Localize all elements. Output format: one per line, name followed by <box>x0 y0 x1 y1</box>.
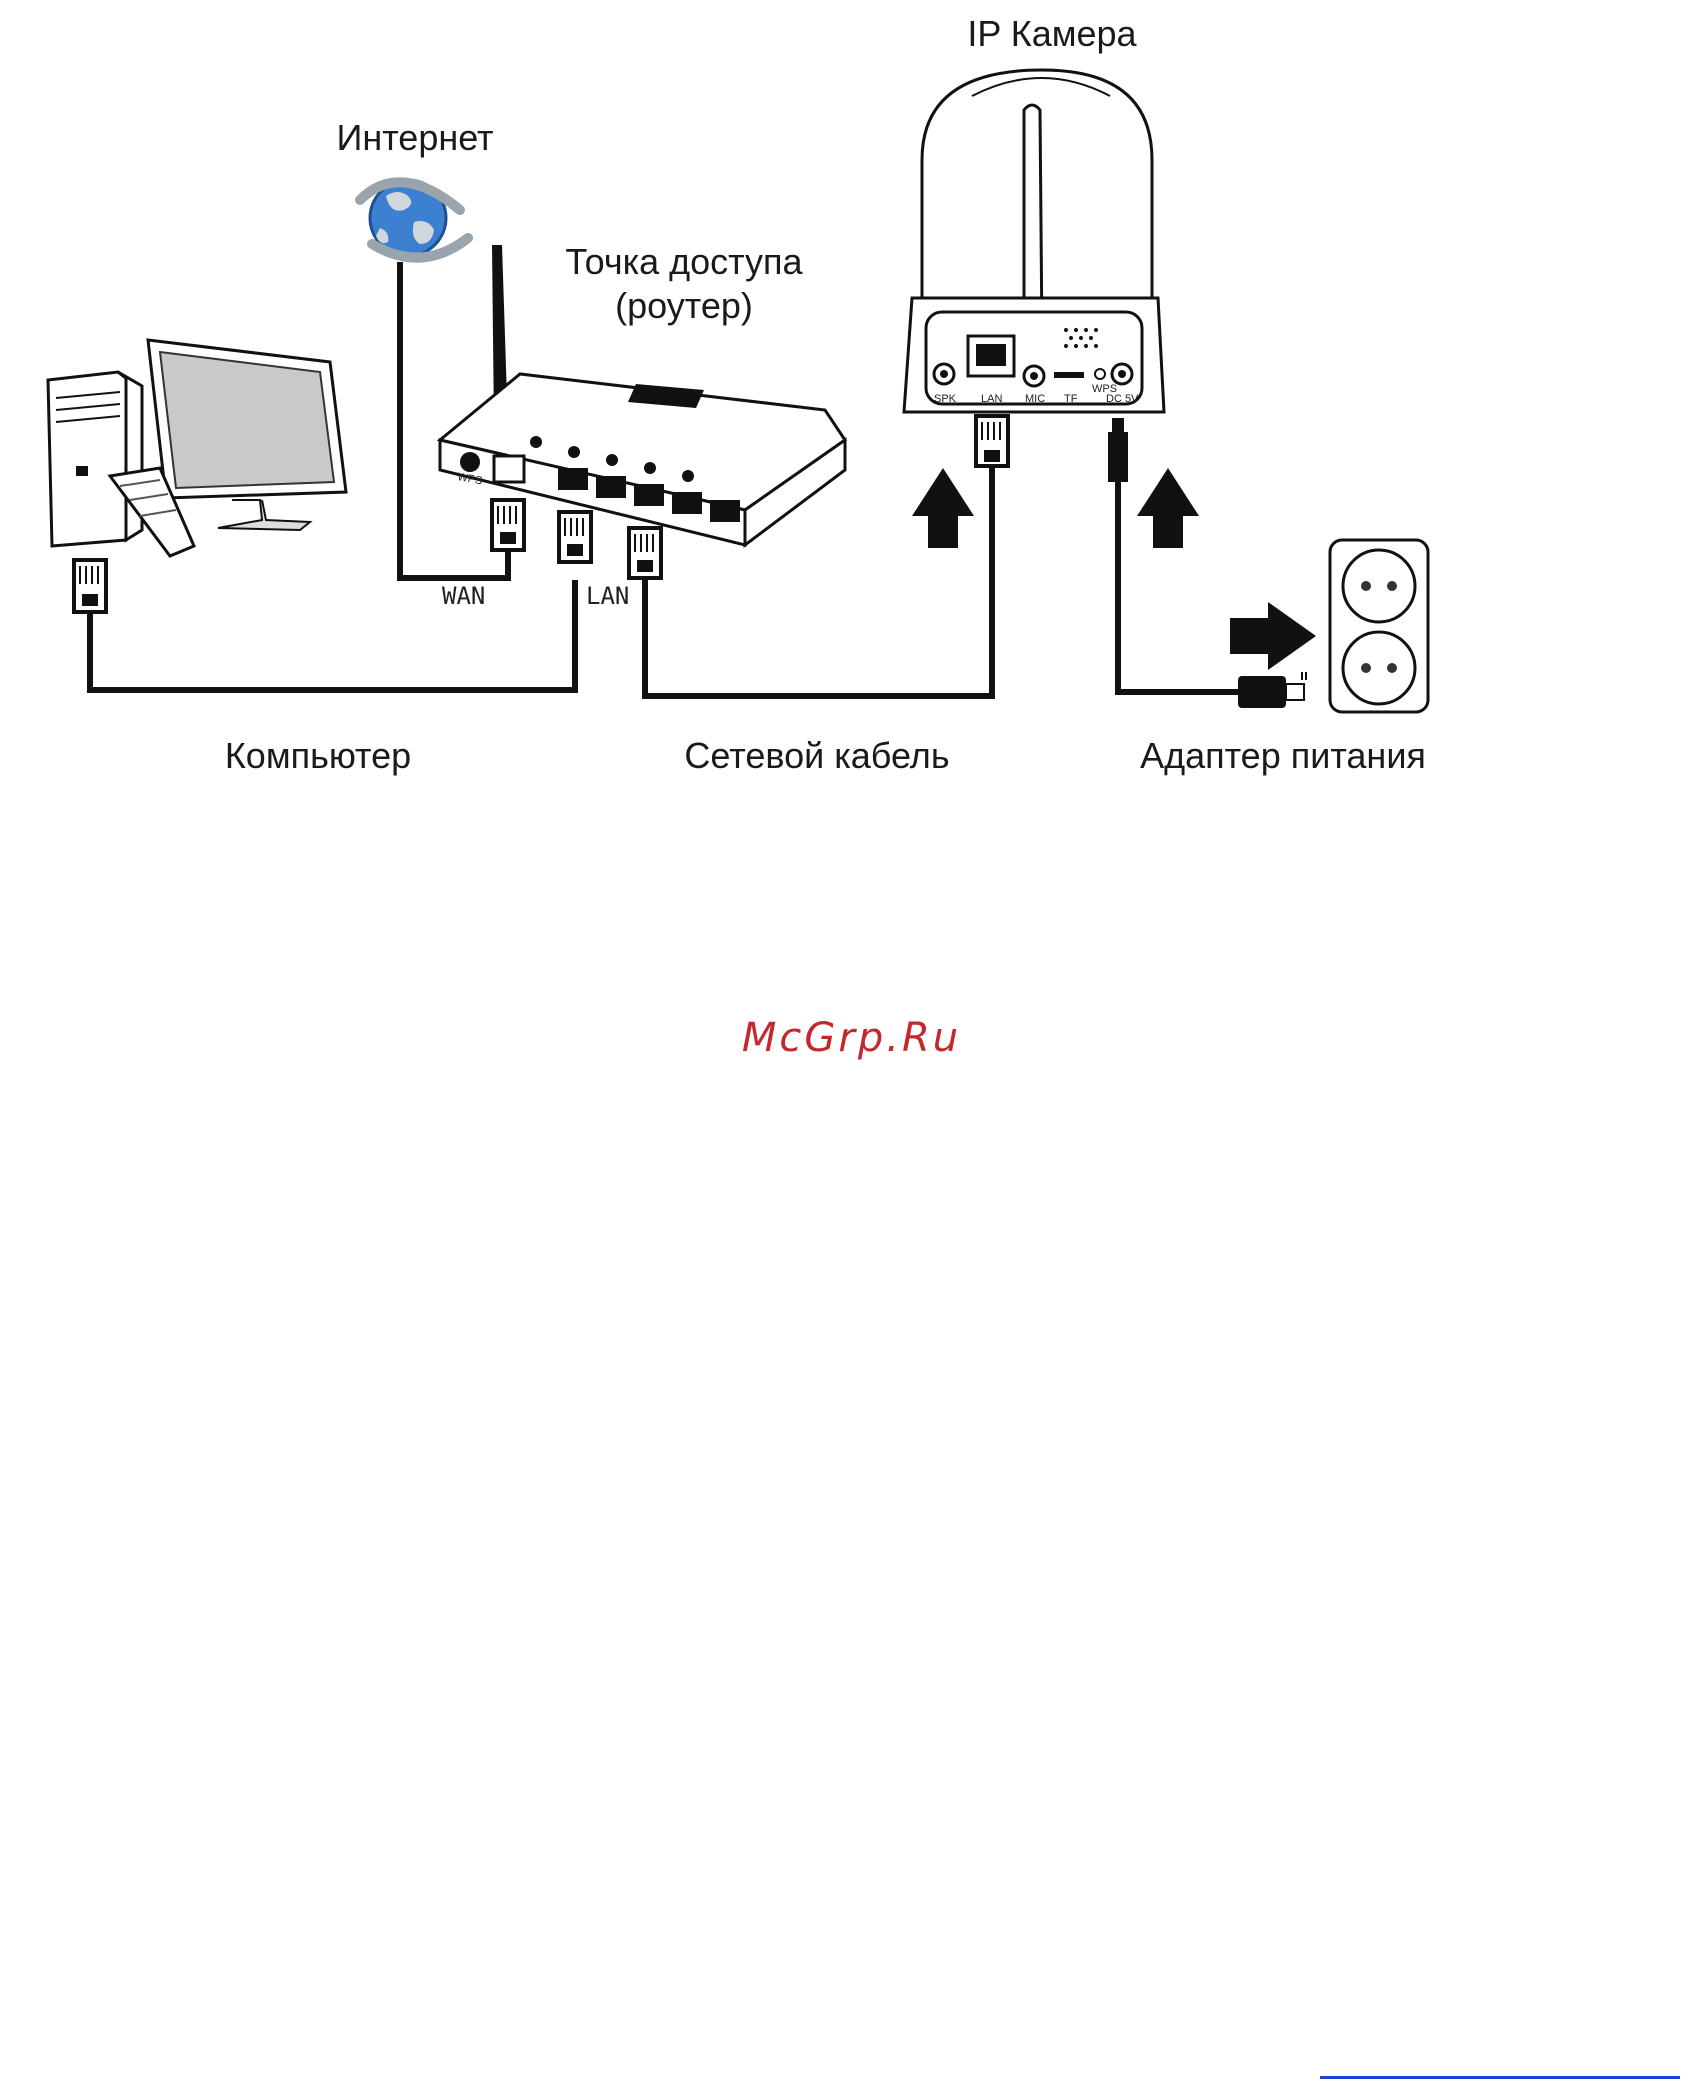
globe-icon <box>360 180 468 258</box>
rj45-plug-icon <box>559 512 591 562</box>
up-arrow-icon <box>912 468 974 548</box>
label-computer: Компьютер <box>225 735 411 776</box>
rj45-plug-icon <box>976 416 1008 466</box>
power-adapter-icon <box>1238 672 1306 708</box>
footer-link-line <box>1320 2076 1680 2079</box>
rj45-plug-icon <box>492 500 524 550</box>
power-outlet-icon <box>1330 540 1428 712</box>
camera-port-tf: TF <box>1064 393 1078 405</box>
label-lan: LAN <box>586 582 629 610</box>
up-arrow-icon <box>1137 468 1199 548</box>
label-router-line1: Точка доступа <box>565 241 803 282</box>
computer-icon <box>48 340 346 556</box>
computer-cable <box>90 580 575 690</box>
label-power-adapter: Адаптер питания <box>1140 735 1426 776</box>
network-connection-diagram: WPS <box>0 0 1703 860</box>
camera-port-spk: SPK <box>934 393 957 405</box>
label-wan: WAN <box>442 582 485 610</box>
right-arrow-icon <box>1230 602 1316 670</box>
ip-camera-icon <box>904 70 1164 412</box>
watermark: McGrp.Ru <box>0 1015 1703 1061</box>
camera-port-mic: MIC <box>1025 393 1045 405</box>
dc-plug-icon <box>1108 418 1128 482</box>
label-network-cable: Сетевой кабель <box>684 735 949 776</box>
rj45-plug-icon <box>629 528 661 578</box>
rj45-plug-icon <box>74 560 106 612</box>
label-ip-camera: IP Камера <box>967 13 1137 54</box>
label-internet: Интернет <box>336 117 493 158</box>
label-router-line2: (роутер) <box>615 285 753 326</box>
camera-port-lan: LAN <box>981 393 1002 405</box>
camera-port-dc: DC 5V <box>1106 393 1139 405</box>
